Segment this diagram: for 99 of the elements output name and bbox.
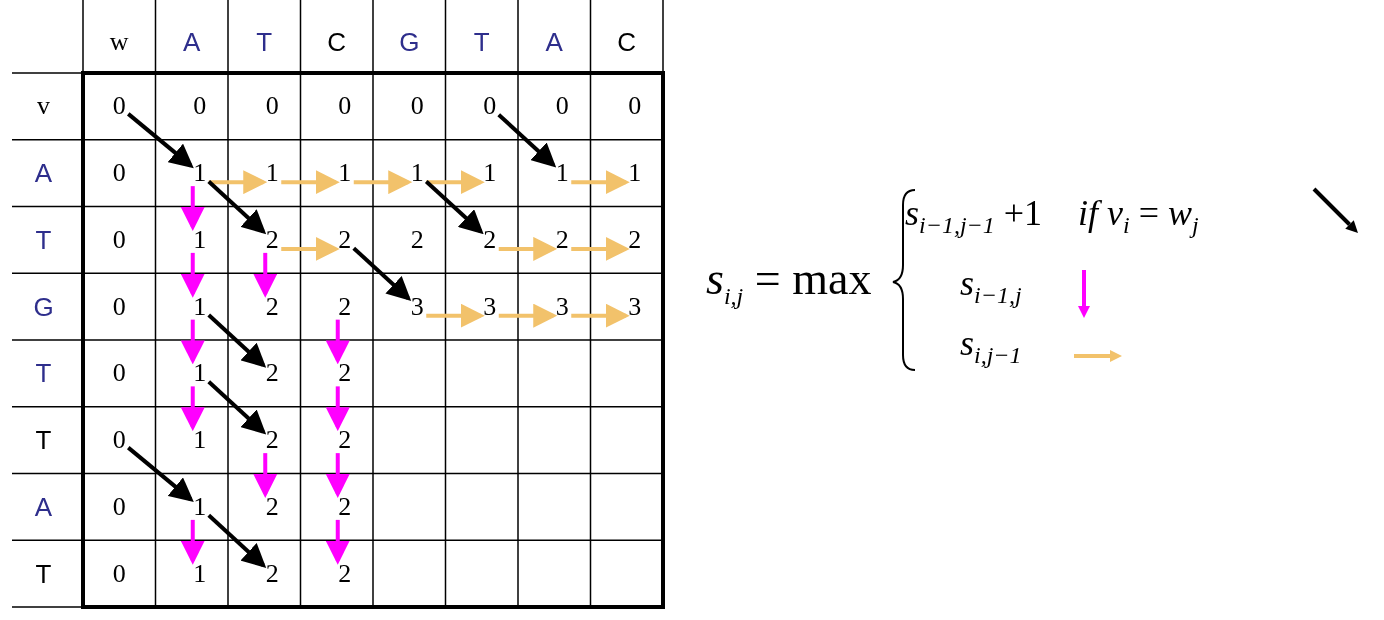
arrow: [207, 313, 267, 368]
score-value: 2: [335, 226, 354, 253]
formula-text: s$_{i,j}$ = max: [706, 252, 872, 311]
column-header: T: [255, 26, 274, 57]
arrow: [498, 236, 558, 261]
arrow: [352, 246, 412, 302]
score-value: 2: [263, 293, 282, 320]
row-header: T: [34, 558, 53, 589]
arrow: [180, 519, 205, 565]
score-value: 3: [625, 293, 644, 320]
score-value: 0: [110, 427, 129, 454]
arrow: [571, 303, 630, 328]
formula-case: s$_{i,j−1}$: [960, 322, 1022, 370]
arrow: [180, 252, 205, 298]
score-value: 0: [110, 226, 129, 253]
arrow: [180, 386, 205, 432]
arrow: [207, 179, 267, 235]
score-value: 0: [480, 93, 499, 120]
score-value: 1: [480, 160, 499, 187]
score-value: 0: [110, 93, 129, 120]
score-value: 1: [625, 160, 644, 187]
score-value: 3: [480, 293, 499, 320]
row-header: A: [33, 158, 54, 189]
score-value: 1: [408, 160, 427, 187]
score-value: 2: [335, 427, 354, 454]
arrow: [571, 236, 630, 261]
score-value: 2: [553, 226, 572, 253]
score-value: 0: [110, 493, 129, 520]
formula-case: s$_{i−1,j−1}$ +1 if v$_{i}$ = w$_{j}$: [905, 192, 1199, 240]
column-header: w: [108, 26, 130, 57]
arrow: [498, 303, 558, 328]
row-header: T: [34, 224, 53, 255]
score-value: 0: [110, 160, 129, 187]
score-value: 0: [625, 93, 644, 120]
arrow: [325, 453, 350, 498]
score-value: 0: [408, 93, 427, 120]
score-value: 2: [335, 560, 354, 587]
score-value: 2: [263, 560, 282, 587]
arrow: [325, 319, 350, 365]
score-value: 0: [263, 93, 282, 120]
score-value: 1: [190, 493, 209, 520]
score-value: 1: [553, 160, 572, 187]
row-header: A: [33, 491, 54, 522]
column-header: A: [544, 26, 564, 57]
score-value: 1: [190, 160, 209, 187]
score-value: 2: [263, 427, 282, 454]
row-header: v: [36, 91, 51, 122]
score-value: 0: [553, 93, 572, 120]
score-value: 1: [335, 160, 354, 187]
score-value: 2: [335, 293, 354, 320]
arrow: [426, 303, 485, 328]
column-header: C: [616, 26, 638, 57]
arrow: [207, 380, 267, 435]
arrow: [325, 519, 350, 565]
column-header: A: [182, 26, 202, 57]
score-value: 3: [553, 293, 572, 320]
score-value: 2: [408, 226, 427, 253]
arrow: [424, 179, 484, 235]
arrow: [281, 236, 340, 261]
column-header: G: [398, 26, 421, 57]
score-value: 1: [190, 293, 209, 320]
arrow: [571, 170, 630, 195]
score-value: 2: [263, 360, 282, 387]
score-value: 3: [408, 293, 427, 320]
score-value: 2: [335, 493, 354, 520]
score-value: 1: [190, 360, 209, 387]
arrow: [497, 113, 557, 168]
score-value: 2: [480, 226, 499, 253]
arrow: [353, 170, 413, 195]
row-header: T: [34, 358, 53, 389]
arrow: [126, 112, 194, 169]
arrow: [208, 170, 268, 195]
score-value: 0: [110, 293, 129, 320]
arrow: [426, 170, 485, 195]
score-value: 0: [335, 93, 354, 120]
column-header: C: [326, 26, 348, 57]
score-value: 2: [625, 226, 644, 253]
score-value: 1: [190, 226, 209, 253]
column-header: T: [472, 26, 491, 57]
formula-case: s$_{i−1,j}$: [960, 262, 1022, 310]
score-value: 2: [263, 493, 282, 520]
score-value: 1: [263, 160, 282, 187]
arrow: [180, 186, 205, 231]
arrow: [281, 170, 340, 195]
arrow: [126, 446, 194, 502]
score-value: 0: [110, 360, 129, 387]
score-value: 1: [190, 560, 209, 587]
score-value: 1: [190, 427, 209, 454]
arrow: [325, 386, 350, 432]
arrow: [253, 453, 278, 498]
score-value: 2: [335, 360, 354, 387]
arrow: [253, 252, 278, 298]
score-value: 0: [110, 560, 129, 587]
row-header: T: [34, 425, 53, 456]
arrow: [207, 513, 267, 569]
score-value: 0: [190, 93, 209, 120]
row-header: G: [32, 291, 55, 322]
score-value: 2: [263, 226, 282, 253]
arrow: [180, 319, 205, 365]
